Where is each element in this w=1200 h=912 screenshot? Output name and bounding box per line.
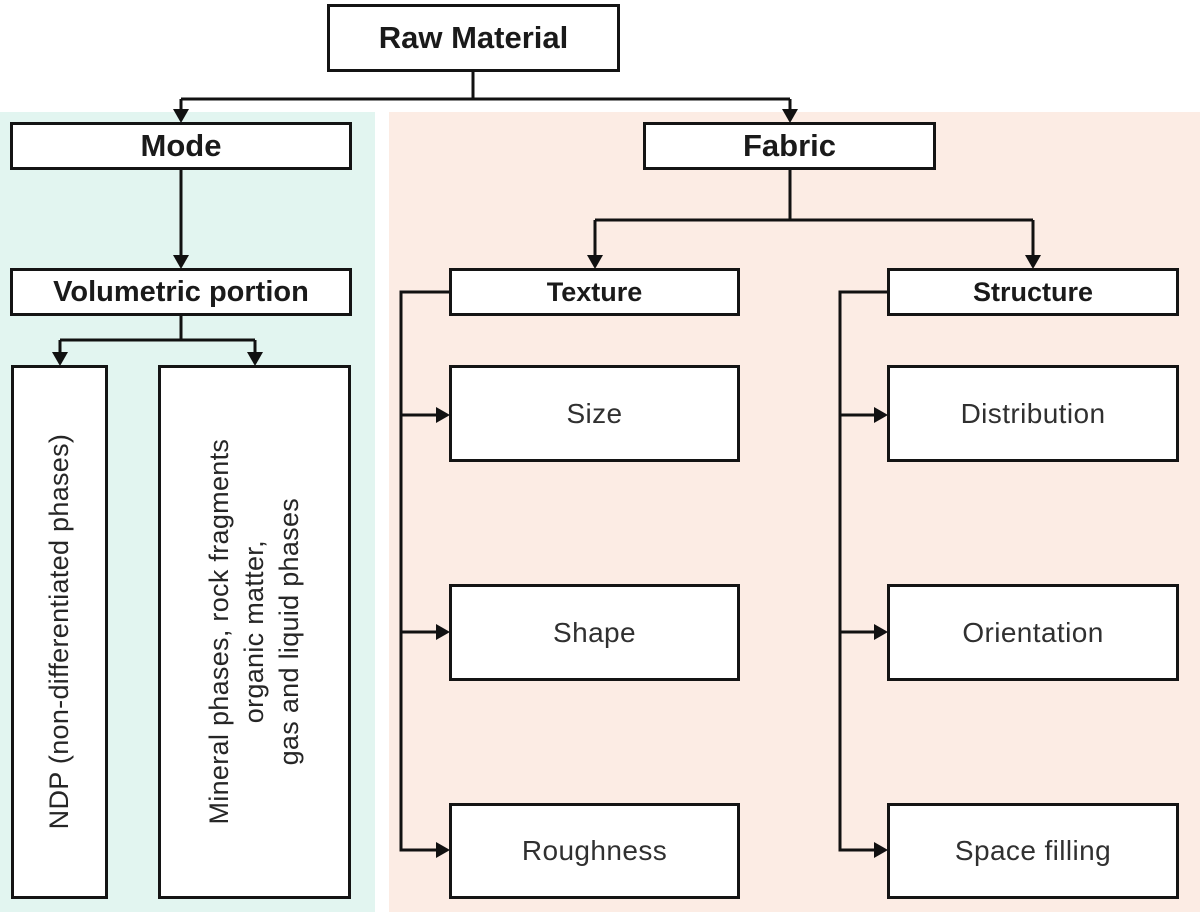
node-fabric-label: Fabric [742,128,837,163]
node-fabric: Fabric [643,122,936,170]
node-ndp: NDP (non-differentiated phases) [11,365,108,899]
node-orientation-label: Orientation [962,616,1104,648]
arrowheads [52,109,1041,858]
node-mineral-phases: Mineral phases, rock fragments organic m… [158,365,351,899]
node-roughness: Roughness [449,803,740,899]
mineral-line-1: Mineral phases, rock fragments [203,439,234,825]
node-size: Size [449,365,740,462]
node-roughness-label: Roughness [521,835,668,866]
node-texture-label: Texture [546,276,643,307]
node-structure-label: Structure [972,276,1094,307]
edge-lines [58,72,1035,852]
node-volumetric-portion-label: Volumetric portion [53,275,309,308]
node-size-label: Size [566,397,623,429]
node-mode-label: Mode [140,128,222,163]
node-volumetric-portion: Volumetric portion [10,268,352,316]
node-space-filling: Space filling [887,803,1179,899]
node-mineral-phases-label: Mineral phases, rock fragments organic m… [202,439,307,825]
node-texture: Texture [449,268,740,316]
node-orientation: Orientation [887,584,1179,681]
node-space-filling-label: Space filling [954,835,1112,866]
node-ndp-label: NDP (non-differentiated phases) [43,434,74,830]
node-raw-material: Raw Material [327,4,620,72]
mineral-line-2: organic matter, [238,540,269,724]
fabric-panel-background [389,112,1200,912]
node-raw-material-label: Raw Material [378,20,569,55]
node-mode: Mode [10,122,352,170]
node-distribution: Distribution [887,365,1179,462]
node-distribution-label: Distribution [960,397,1106,429]
node-structure: Structure [887,268,1179,316]
mineral-line-3: gas and liquid phases [274,498,305,766]
node-shape: Shape [449,584,740,681]
node-shape-label: Shape [553,616,636,648]
